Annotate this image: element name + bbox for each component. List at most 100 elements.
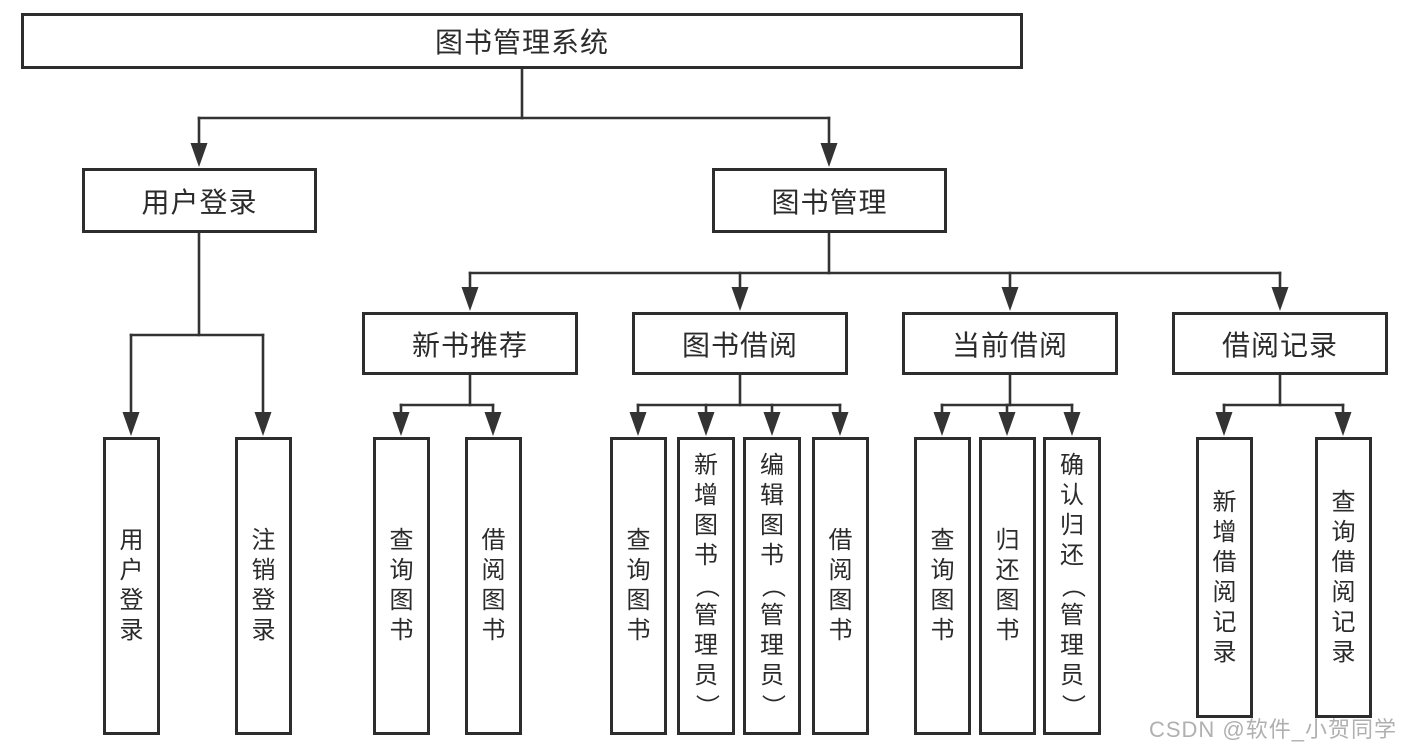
connector-arrowhead [1271,287,1289,311]
vertical-char: 书 [828,617,853,644]
connector-arrowhead [998,412,1016,436]
vertical-char: 员 [1060,662,1084,689]
vertical-char: 录 [251,617,276,644]
leaf-borrow-books: 借阅图书 [812,437,869,735]
vertical-char: 归 [995,527,1020,554]
vertical-char: 编 [760,452,784,479]
leaf-logout: 注销登录 [235,437,292,735]
connector-arrowhead [461,287,479,311]
leaf-add-books-admin-label: 新增图书（管理员） [690,451,722,721]
leaf-confirm-return-admin: 确认归还（管理员） [1043,437,1101,735]
vertical-char: 增 [694,482,718,509]
leaf-query-books-recommend-label: 查询图书 [386,526,418,646]
connector-arrowhead [697,412,715,436]
node-book-borrow: 图书借阅 [632,312,848,375]
leaf-query-borrow-record: 查询借阅记录 [1315,437,1372,718]
connector-arrowhead [820,143,838,167]
vertical-char: 询 [389,557,414,584]
connector-arrowhead [254,412,272,436]
vertical-char: 书 [389,617,414,644]
vertical-char: 借 [481,527,506,554]
vertical-char: 记 [1212,608,1237,636]
leaf-edit-books-admin-label: 编辑图书（管理员） [756,451,788,721]
vertical-char: 注 [251,527,276,554]
vertical-char: ） [1059,694,1086,718]
vertical-char: ） [759,694,786,718]
watermark: CSDN @软件_小贺同学 [1148,717,1397,742]
leaf-logout-label: 注销登录 [248,526,280,646]
vertical-char: 用 [119,527,144,554]
vertical-char: 书 [626,617,651,644]
vertical-char: 阅 [828,557,853,584]
vertical-char: 管 [760,602,784,629]
vertical-char: ） [693,694,720,718]
vertical-char: 登 [251,587,276,614]
vertical-char: 辑 [760,482,784,509]
vertical-char: 图 [481,587,506,614]
vertical-char: 登 [119,587,144,614]
vertical-char: 图 [760,512,784,539]
leaf-query-books-recommend: 查询图书 [373,437,430,735]
vertical-char: 理 [760,632,784,659]
leaf-query-books-current: 查询图书 [914,437,971,735]
vertical-char: 户 [119,557,144,584]
vertical-char: 新 [694,452,718,479]
vertical-char: 录 [1212,638,1237,666]
connector-arrowhead [629,412,647,436]
vertical-char: 书 [995,617,1020,644]
connector-arrowhead [392,412,410,436]
vertical-char: 理 [1060,632,1084,659]
leaf-query-books-borrow-label: 查询图书 [623,526,655,646]
vertical-char: 还 [1060,542,1084,569]
vertical-char: 图 [694,512,718,539]
vertical-char: 理 [694,632,718,659]
leaf-query-books-borrow: 查询图书 [610,437,667,735]
vertical-char: （ [693,574,720,598]
node-new-book-recommend: 新书推荐 [362,312,578,375]
vertical-char: 图 [995,587,1020,614]
vertical-char: 阅 [1331,578,1356,606]
node-root-label: 图书管理系统 [434,27,609,58]
leaf-add-borrow-record-label: 新增借阅记录 [1209,488,1241,668]
vertical-char: 增 [1212,518,1237,546]
vertical-char: 员 [760,662,784,689]
vertical-char: 书 [481,617,506,644]
vertical-char: 书 [760,542,784,569]
node-book-borrow-label: 图书借阅 [681,329,798,361]
connector-arrowhead [122,412,140,436]
vertical-char: 查 [389,527,414,554]
vertical-char: 借 [828,527,853,554]
vertical-char: 归 [1060,512,1084,539]
leaf-query-books-current-label: 查询图书 [927,526,959,646]
vertical-char: 询 [930,557,955,584]
vertical-char: 阅 [481,557,506,584]
node-borrow-records-label: 借阅记录 [1221,329,1338,361]
vertical-char: 认 [1060,482,1084,509]
vertical-char: 询 [1331,518,1356,546]
leaf-query-borrow-record-label: 查询借阅记录 [1328,488,1360,668]
connector-arrowhead [1001,287,1019,311]
node-book-management-label: 图书管理 [771,186,888,218]
vertical-char: 员 [694,662,718,689]
vertical-char: 借 [1212,548,1237,576]
vertical-char: 还 [995,557,1020,584]
vertical-char: 销 [251,557,276,584]
vertical-char: （ [1059,574,1086,598]
vertical-char: 查 [626,527,651,554]
node-current-borrow-label: 当前借阅 [951,329,1068,361]
node-user-login: 用户登录 [82,168,317,233]
vertical-char: 确 [1060,452,1084,479]
vertical-char: 阅 [1212,578,1237,606]
connector-arrowhead [1334,412,1352,436]
vertical-char: 询 [626,557,651,584]
connector-arrowhead [763,412,781,436]
vertical-char: 书 [930,617,955,644]
connector-arrowhead [933,412,951,436]
node-current-borrow: 当前借阅 [902,312,1118,375]
leaf-return-books: 归还图书 [979,437,1036,735]
leaf-user-login: 用户登录 [103,437,160,735]
vertical-char: 借 [1331,548,1356,576]
vertical-char: 书 [694,542,718,569]
node-borrow-records: 借阅记录 [1172,312,1388,375]
vertical-char: 图 [389,587,414,614]
